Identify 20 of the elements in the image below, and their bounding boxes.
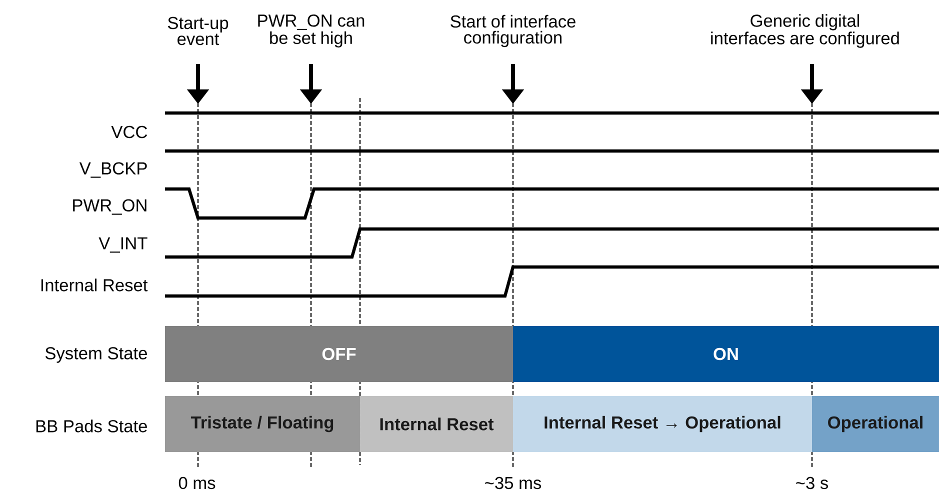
signal-name: V_BCKP xyxy=(79,162,147,178)
signal-name: System State xyxy=(45,347,147,363)
event-label: PWR_ON can be set high xyxy=(258,14,364,48)
event-label: Generic digital interfaces are configured xyxy=(711,14,899,48)
pad-state-bar: Internal Reset xyxy=(360,396,513,452)
time-label: ~35 ms xyxy=(485,476,542,490)
signal-name: BB Pads State xyxy=(36,420,147,432)
time-label: 0 ms xyxy=(178,476,216,490)
pad-state-bar: Internal Reset → Operational xyxy=(513,396,812,452)
state-bar: OFF xyxy=(165,326,513,382)
signal-name: Internal Reset xyxy=(41,278,148,292)
pad-state-bar: Operational xyxy=(812,396,939,452)
signal-name: VCC xyxy=(111,126,148,138)
signal-name: PWR_ON xyxy=(73,199,146,215)
event-label: Start-up event xyxy=(168,16,228,46)
signal-name: V_INT xyxy=(98,237,148,253)
event-label: Start of interface configuration xyxy=(450,14,576,48)
state-bar: ON xyxy=(513,326,939,382)
time-label: ~3 s xyxy=(796,476,828,490)
pad-state-bar: Tristate / Floating xyxy=(165,396,360,452)
